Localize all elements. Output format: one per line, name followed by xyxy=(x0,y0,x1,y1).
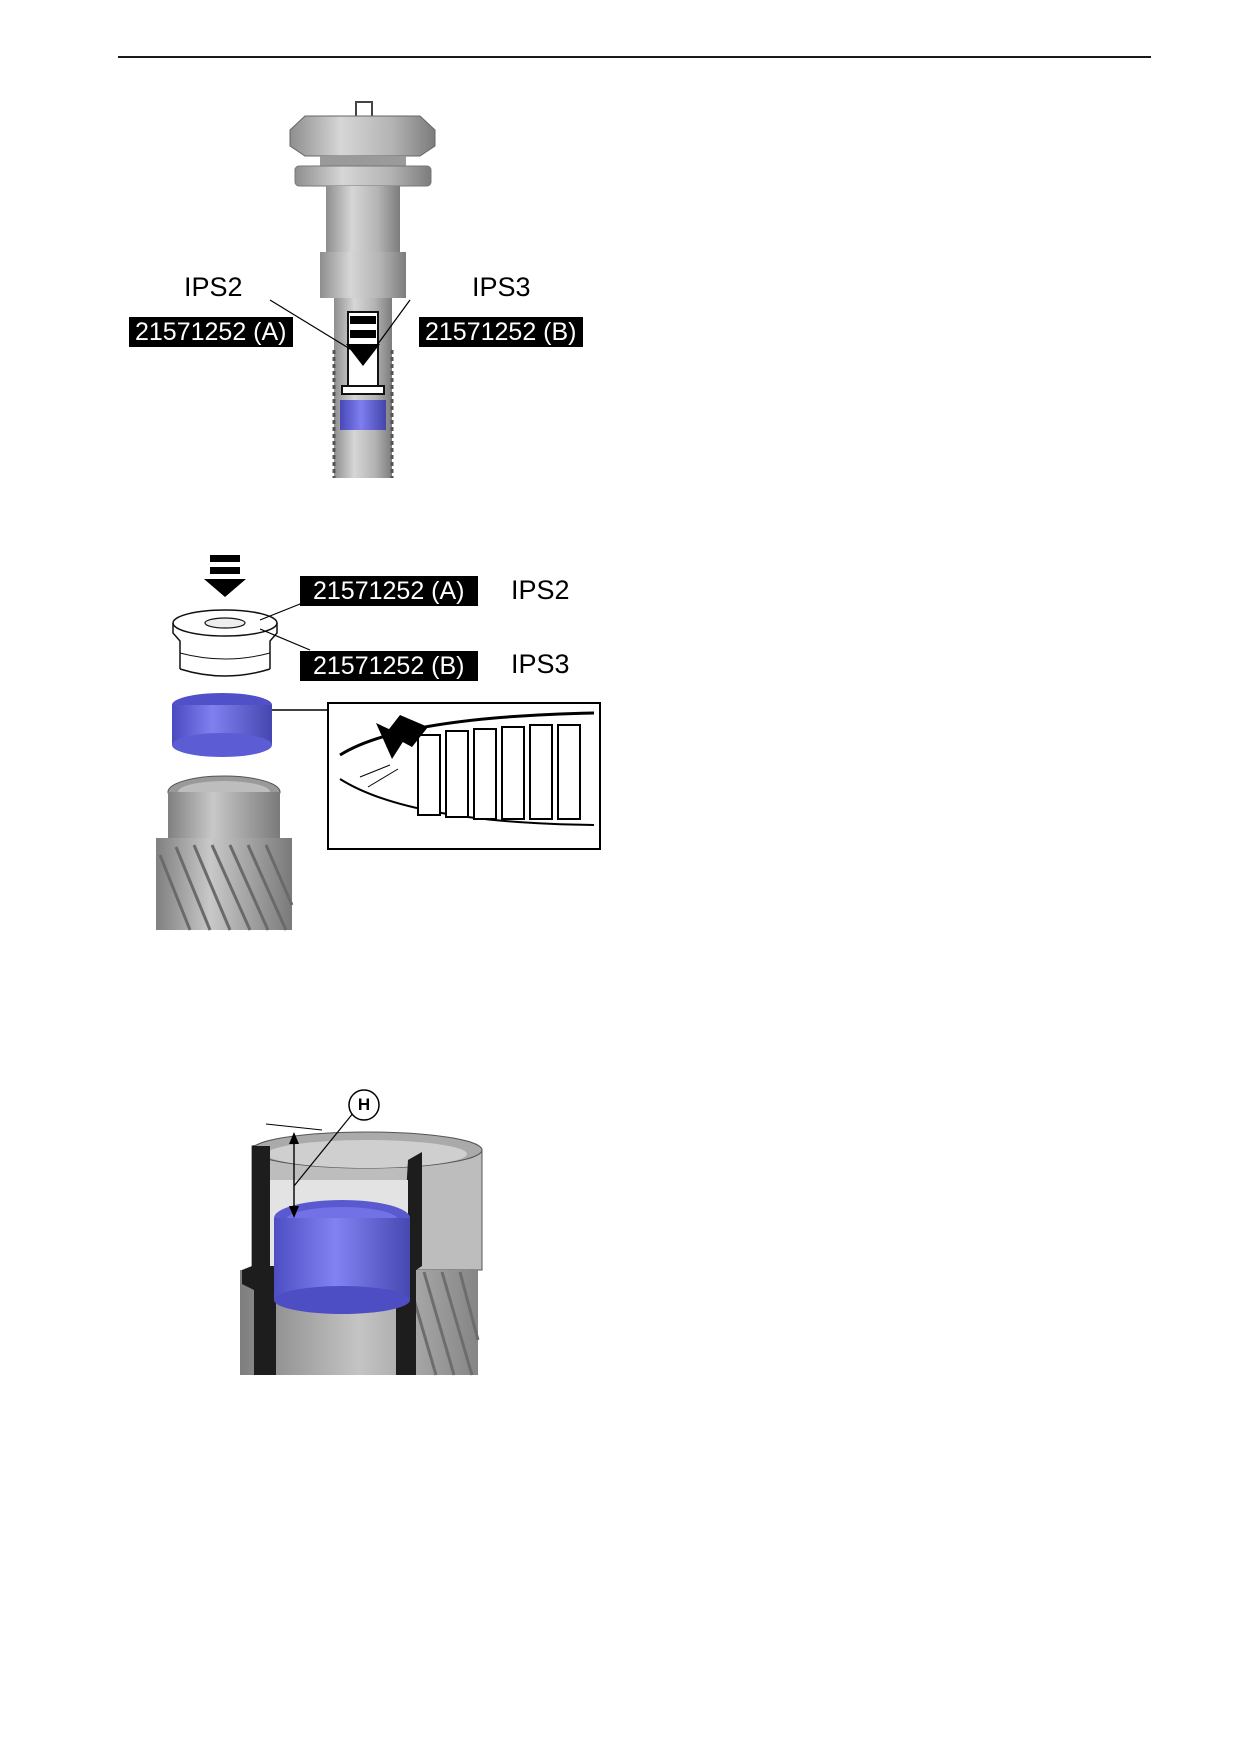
blue-bushing xyxy=(340,400,386,430)
press-arrow-bar-1 xyxy=(350,316,376,324)
press-arrow-bar-2 xyxy=(350,330,376,338)
leader-line-b xyxy=(259,628,311,651)
gear-hub xyxy=(168,792,280,838)
callout-circle xyxy=(348,1089,380,1121)
detail-arrow xyxy=(386,715,428,747)
figure-2-drawing xyxy=(156,555,601,931)
tool-shaft xyxy=(326,186,400,252)
tool-collar xyxy=(294,165,432,187)
tool-neck xyxy=(320,156,406,166)
tag-a: 21571252 (A) xyxy=(129,317,293,347)
figure-1-tool-installation: IPS2 IPS3 21571252 (A) 21571252 (B) xyxy=(120,100,610,480)
tool-handle xyxy=(355,101,373,116)
label-ips3: IPS3 xyxy=(472,272,531,302)
callout-h: H xyxy=(357,1095,371,1114)
press-arrow-head xyxy=(204,579,246,597)
tool-knob xyxy=(289,115,436,157)
tag-a: 21571252 (A) xyxy=(300,576,478,606)
figure-2-exploded-view: 21571252 (A) IPS2 21571252 (B) IPS3 xyxy=(150,555,610,931)
label-ips3: IPS3 xyxy=(511,649,570,679)
label-ips2: IPS2 xyxy=(511,575,570,605)
press-arrow-head xyxy=(346,344,380,366)
label-ips2: IPS2 xyxy=(184,272,243,302)
callout-leader xyxy=(293,1111,355,1187)
figure-3-installed-height: H xyxy=(236,1089,496,1376)
figure-1-drawing xyxy=(269,101,436,478)
leader-line-left xyxy=(269,299,356,353)
header-rule xyxy=(118,56,1151,58)
tool-shaft-lower xyxy=(320,252,406,298)
sleeve-wall-left xyxy=(242,1146,276,1375)
tag-b: 21571252 (B) xyxy=(419,317,583,347)
press-arrow-bar-1 xyxy=(210,555,240,562)
press-arrow-bar-2 xyxy=(210,567,240,574)
figure-3-drawing xyxy=(240,1089,483,1376)
tag-b: 21571252 (B) xyxy=(300,651,478,681)
leader-line-right xyxy=(371,299,411,353)
